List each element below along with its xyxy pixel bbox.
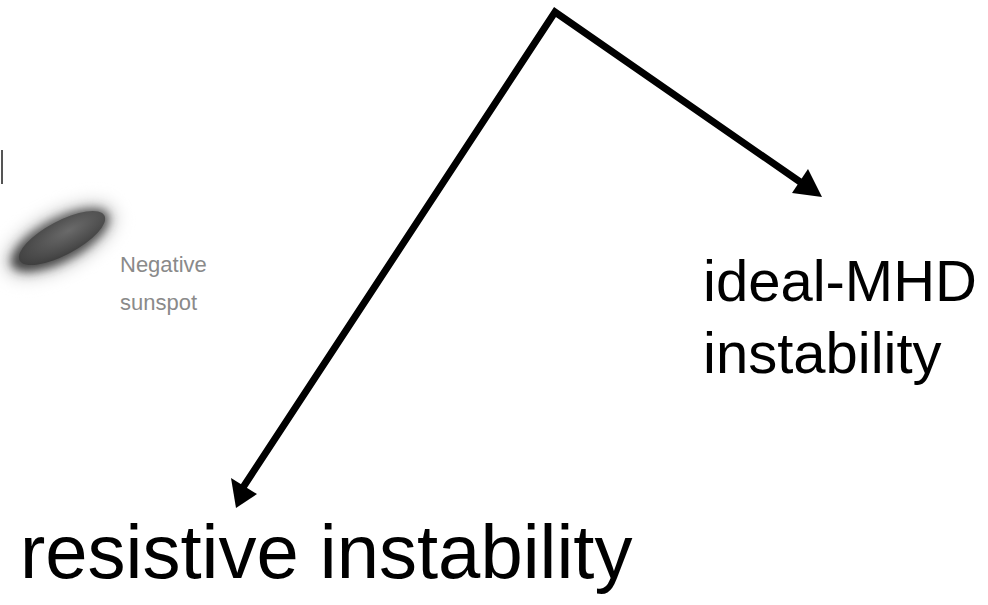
instability-label: ideal-MHD instability	[703, 245, 983, 389]
sunspot-shadow	[0, 186, 128, 294]
edge-tick	[1, 150, 3, 184]
arrow-head	[231, 478, 257, 508]
sunspot-core	[12, 200, 113, 275]
sunspot-label: Negative sunspot	[120, 246, 220, 322]
arrow-head	[792, 169, 822, 197]
instability-label: resistive instability	[20, 512, 960, 592]
sunspot-shape	[2, 196, 117, 284]
